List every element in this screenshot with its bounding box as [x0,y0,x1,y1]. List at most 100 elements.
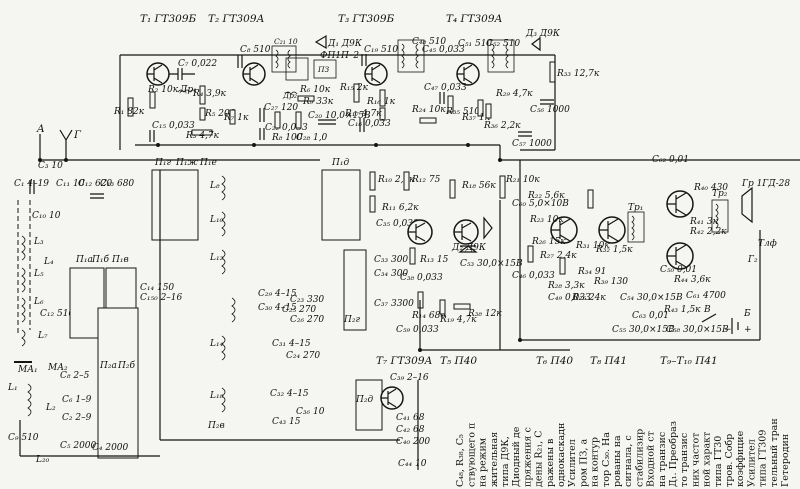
label-l12: L₁₂ [209,253,224,263]
diode-d3 [531,36,541,52]
label-ffp: ФП1П–2 [320,51,359,61]
text-column-line: типа ГТ309 [758,430,769,487]
label-c16: C₁₆ 0,033 [348,119,391,129]
label-phone: Тлф [758,239,777,249]
label-c9: C₉ 510 [8,433,39,443]
label-r19: R₁₉ 4,7к [439,315,477,325]
label-r9: R₉ 33к [302,97,334,107]
label-r24: R₂₄ 10к [411,105,446,115]
label-plus: + [744,325,752,335]
label-c32: C₃₂ 4–15 [270,389,309,399]
label-sw: B [703,305,711,315]
coil-l14 [221,335,226,361]
label-r10: R₁₀ 2,4к [377,175,415,185]
label-r15: R₁₅ 2к [339,83,369,93]
label-r7: R₇ 1к [223,113,249,123]
label-d2: Д₂ Д9К [451,243,487,253]
label-r5: R₅ 200 [204,109,236,119]
battery-symbol [731,318,739,334]
label-r14: R₁₄ 680 [411,311,446,321]
label-minus: − [724,325,732,335]
antenna-symbol [59,129,73,160]
label-r13: R₁₃ 15 [419,255,449,265]
label-p1b: П₁б [91,254,109,265]
resistor-r1 [127,97,134,117]
label-p1a: П₁а [75,255,93,265]
label-p2a: П₂а [99,361,117,371]
resistor-r38 [453,303,471,310]
label-g2: Г₂ [747,255,758,265]
resistor-r11 [369,195,376,213]
label-r8: R₈ 100 [271,133,303,143]
label-c6: C₆ 1–9 [62,395,92,405]
label-t8: T₈ П41 [590,355,627,367]
label-l4: L₄ [43,257,54,267]
text-column-line: тор C₃₀. На [601,432,612,487]
label-r34: R₃₄ 91 [577,267,606,277]
label-c15: C₁₅ 0,033 [152,121,195,131]
resistor-r35 [447,95,454,113]
text-column-line: сигнала, с [623,435,634,487]
label-r33: R₃₃ 12,7к [556,69,600,79]
text-column-line: ствующего п [466,423,477,487]
label-ma1: МА₁ [17,365,38,375]
resistor-r18 [449,179,456,199]
label-c12b: C₁₂ 510 [40,309,74,319]
label-r35: R₃₅ 510 [445,107,480,117]
resistor-r33 [549,61,556,83]
label-r23: R₂₃ 10к [529,215,564,225]
label-c28: C₂₈ 1,0 [296,133,328,143]
label-c11: C₁₁ 10 [56,179,85,189]
coil-l16 [231,297,236,323]
label-t3: T₃ ГТ309Б [338,13,395,25]
label-r43: R₄₃ 1,5к [663,305,701,315]
resistor-r5 [199,107,206,121]
text-column-line: Гетеродин [780,434,791,487]
label-c55: C₅₅ 30,0×15В [612,325,675,335]
label-c1: C₁ 4–19 [14,179,49,189]
resistor-r3 [191,129,213,136]
resistor-r19 [439,299,446,315]
text-column-line: коэффицие [735,430,746,487]
label-c12: C₁₂ 620 [78,179,112,189]
label-r21: R₂₁ 10к [505,175,540,185]
resistor-r12 [403,171,410,191]
label-c22: C₂₂ 0,033 [265,123,308,133]
label-c45: C₄₅ 0,033 [422,45,465,55]
label-c2: C₂ 2–9 [62,413,92,423]
resistor-r8 [274,111,281,129]
label-c63: C₆₃ 0,01 [632,311,669,321]
label-c26: C₂₆ 270 [290,315,324,325]
label-tr2: Tp₂ [712,189,728,199]
label-pz: ПЗ [317,65,330,74]
filter-box-a [285,57,309,81]
label-r17: R₁₇ 4,7к [344,109,382,119]
text-column-line: пряжения с [522,427,533,487]
label-c4: C₄ 2000 [92,443,129,453]
text-column-line: на режим [478,437,489,487]
label-t9: T₉–T₁₀ П41 [660,355,718,367]
label-r1: R₁ 82к [113,107,145,117]
text-column-line: жительная [489,432,500,487]
label-c44: C₄₄ 10 [398,459,427,469]
label-t1: T₁ ГТ309Б [140,13,197,25]
label-c19: C₁₉ 510 [364,45,398,55]
label-c52: C₅₂ 510 [486,39,520,49]
label-c5: C₅ 2000 [60,441,97,451]
label-c10: C₁₀ 10 [32,211,61,221]
label-dr2: Др₂ [282,91,297,100]
label-c53: C₅₃ 30,0×15В [460,259,523,269]
label-c59: C₅₉ 0,033 [396,325,439,335]
resistor-r21 [499,175,506,199]
label-r6: R₆ 10к [299,85,331,95]
label-l2: L₂ [45,403,56,413]
resistor-r2 [149,91,156,109]
label-c25: C₂₅ 270 [282,305,316,315]
label-r38: R₃₈ 12к [467,309,502,319]
text-column-line: ражены в [545,439,556,487]
label-d3: Д₃ Д9К [525,29,561,39]
diode-d2 [458,245,478,253]
label-tr1: Tp₁ [628,203,643,213]
